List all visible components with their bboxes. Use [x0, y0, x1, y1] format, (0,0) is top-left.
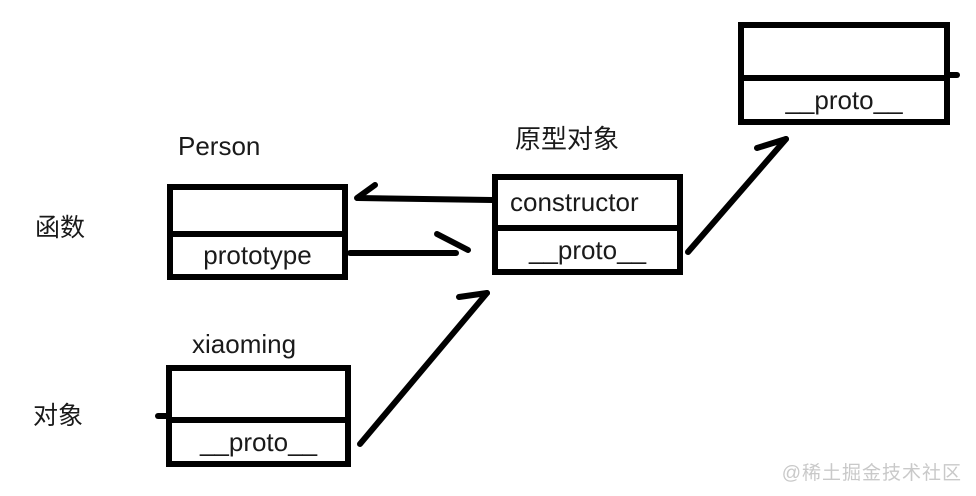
xiaoming-box: __proto__ — [166, 365, 351, 467]
prototype-to-prototype-object-arrow — [347, 231, 471, 256]
person-box-title: Person — [178, 131, 261, 161]
prototype-object-constructor-cell: constructor — [510, 187, 639, 217]
person-box-prototype-cell: prototype — [173, 231, 342, 274]
prototype-object-box: constructor __proto__ — [492, 174, 683, 275]
xiaoming-box-empty-cell — [172, 371, 345, 417]
xiaoming-proto-to-prototype-object-arrow — [357, 290, 490, 447]
upper-prototype-box: __proto__ — [738, 22, 950, 125]
category-label-function: 函数 — [35, 214, 86, 242]
proto-to-upper-prototype-arrow — [685, 136, 789, 255]
person-box-empty-cell — [173, 190, 342, 231]
upper-prototype-box-empty-cell — [744, 28, 944, 75]
upper-prototype-box-proto-cell: __proto__ — [744, 75, 944, 119]
xiaoming-box-title: xiaoming — [192, 329, 297, 359]
prototype-object-box-title: 原型对象 — [515, 124, 620, 154]
person-box: prototype — [167, 184, 348, 280]
xiaoming-box-proto-cell: __proto__ — [172, 417, 345, 461]
prototype-object-proto-cell: __proto__ — [498, 225, 677, 269]
watermark-text: @稀土掘金技术社区 — [781, 463, 962, 484]
category-label-object: 对象 — [33, 402, 84, 430]
constructor-to-person-arrow — [354, 182, 495, 203]
